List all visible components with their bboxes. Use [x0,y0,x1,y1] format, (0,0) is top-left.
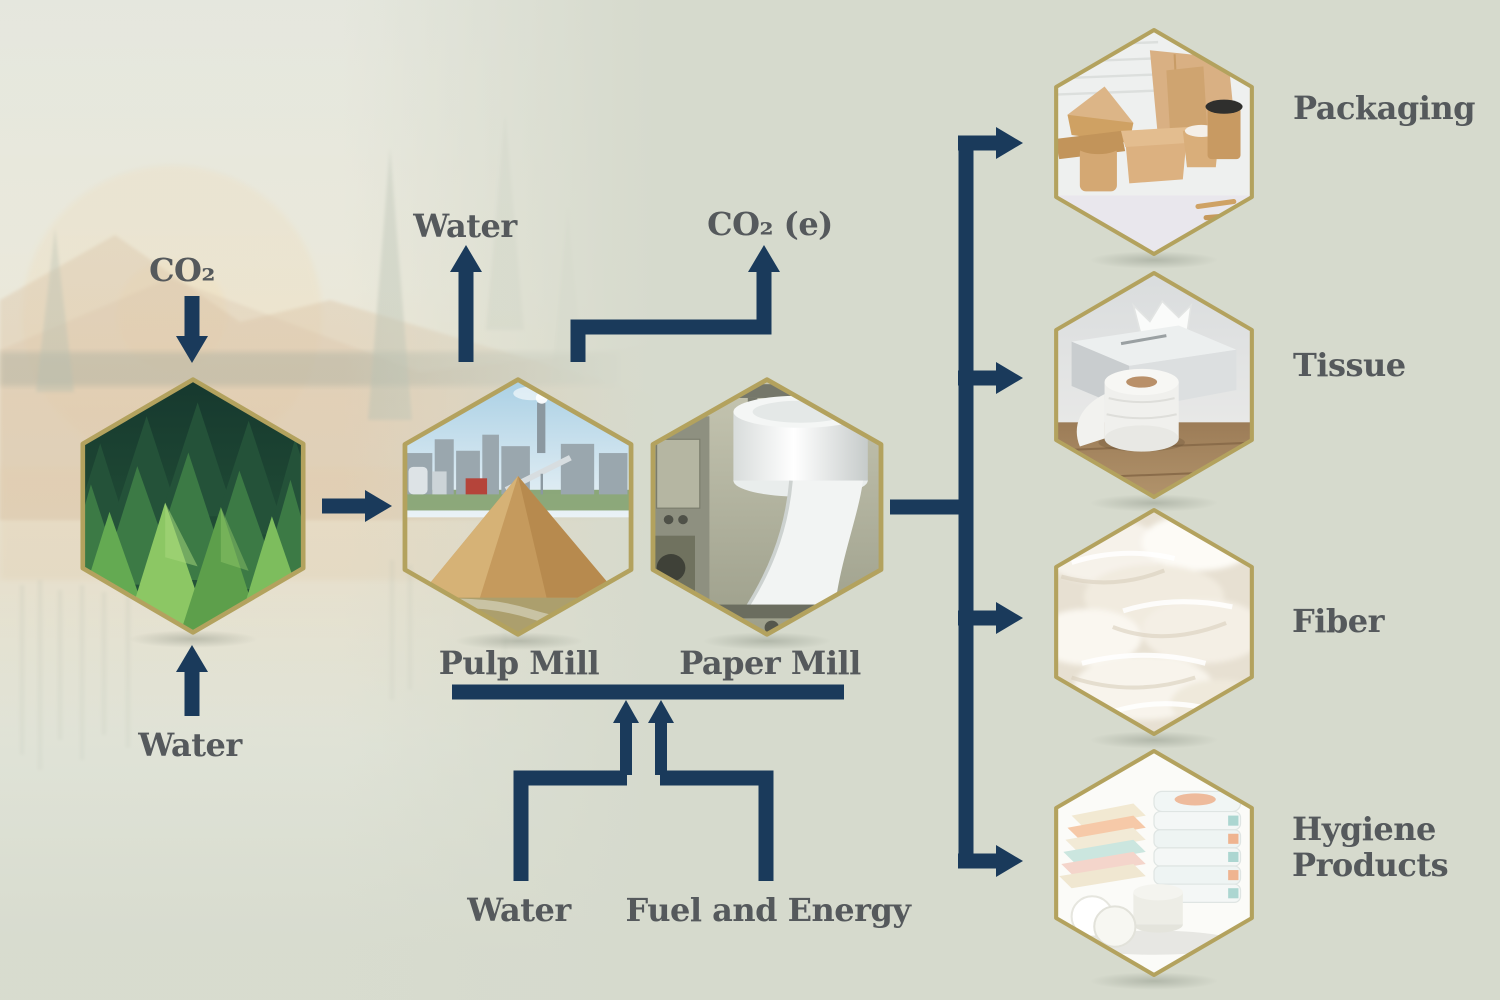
fiber-hexagon-shadow [1089,731,1219,749]
cellulose-fiber-photo [1054,508,1254,736]
fuel-supply-connector [660,770,774,881]
water-input-arrowhead [176,645,208,672]
hygiene-arrowhead [996,845,1023,877]
forest-photo [80,377,306,635]
tissue-hexagon-shadow [1089,494,1219,512]
forest-hexagon [77,375,309,637]
fiber-label: Fiber [1292,602,1384,640]
fiber-arrowhead [996,602,1023,634]
co2e-output-arrowhead [748,245,780,272]
hygiene-hexagon [1051,747,1257,979]
forest-to-pulp-arrowhead [365,490,392,522]
water-supply-arrowhead [613,700,639,723]
tissue-hexagon [1051,269,1257,501]
kraft-packaging-photo [1054,28,1254,256]
water-input-label: Water [138,726,242,764]
fuel-energy-label: Fuel and Energy [625,891,911,929]
co2-input-label: CO₂ [149,251,215,289]
paper-mill-photo [650,377,884,637]
hygiene-hexagon-shadow [1089,972,1219,990]
water-supply-label: Water [467,891,571,929]
pulp-mill-label: Pulp Mill [438,644,600,682]
paper-mill-label: Paper Mill [679,644,861,682]
tissue-label: Tissue [1293,346,1406,384]
paper-hexagon-shadow [702,632,832,650]
paper-mill-hexagon [647,375,887,639]
tissue-arrowhead [996,362,1023,394]
pulp-hexagon-shadow [454,632,584,650]
hygiene-products-photo [1054,749,1254,977]
fiber-hexagon [1051,506,1257,738]
packaging-hexagon-shadow [1089,251,1219,269]
packaging-arrowhead [996,127,1023,159]
co2e-output-connector [570,270,772,362]
packaging-hexagon [1051,26,1257,258]
pulp-mill-hexagon [399,375,637,639]
water-output-label: Water [413,207,517,245]
fuel-supply-arrowhead [648,700,674,723]
tissue-and-toilet-roll-photo [1054,271,1254,499]
hygiene-products-label: Hygiene Products [1292,810,1449,884]
pulp-mill-photo [402,377,634,637]
forest-hexagon-shadow [128,630,258,648]
co2e-output-label: CO₂ (e) [707,205,833,243]
co2-input-arrowhead [176,336,208,363]
water-output-arrowhead [450,245,482,272]
packaging-label: Packaging [1293,89,1476,127]
water-supply-connector [513,770,627,881]
